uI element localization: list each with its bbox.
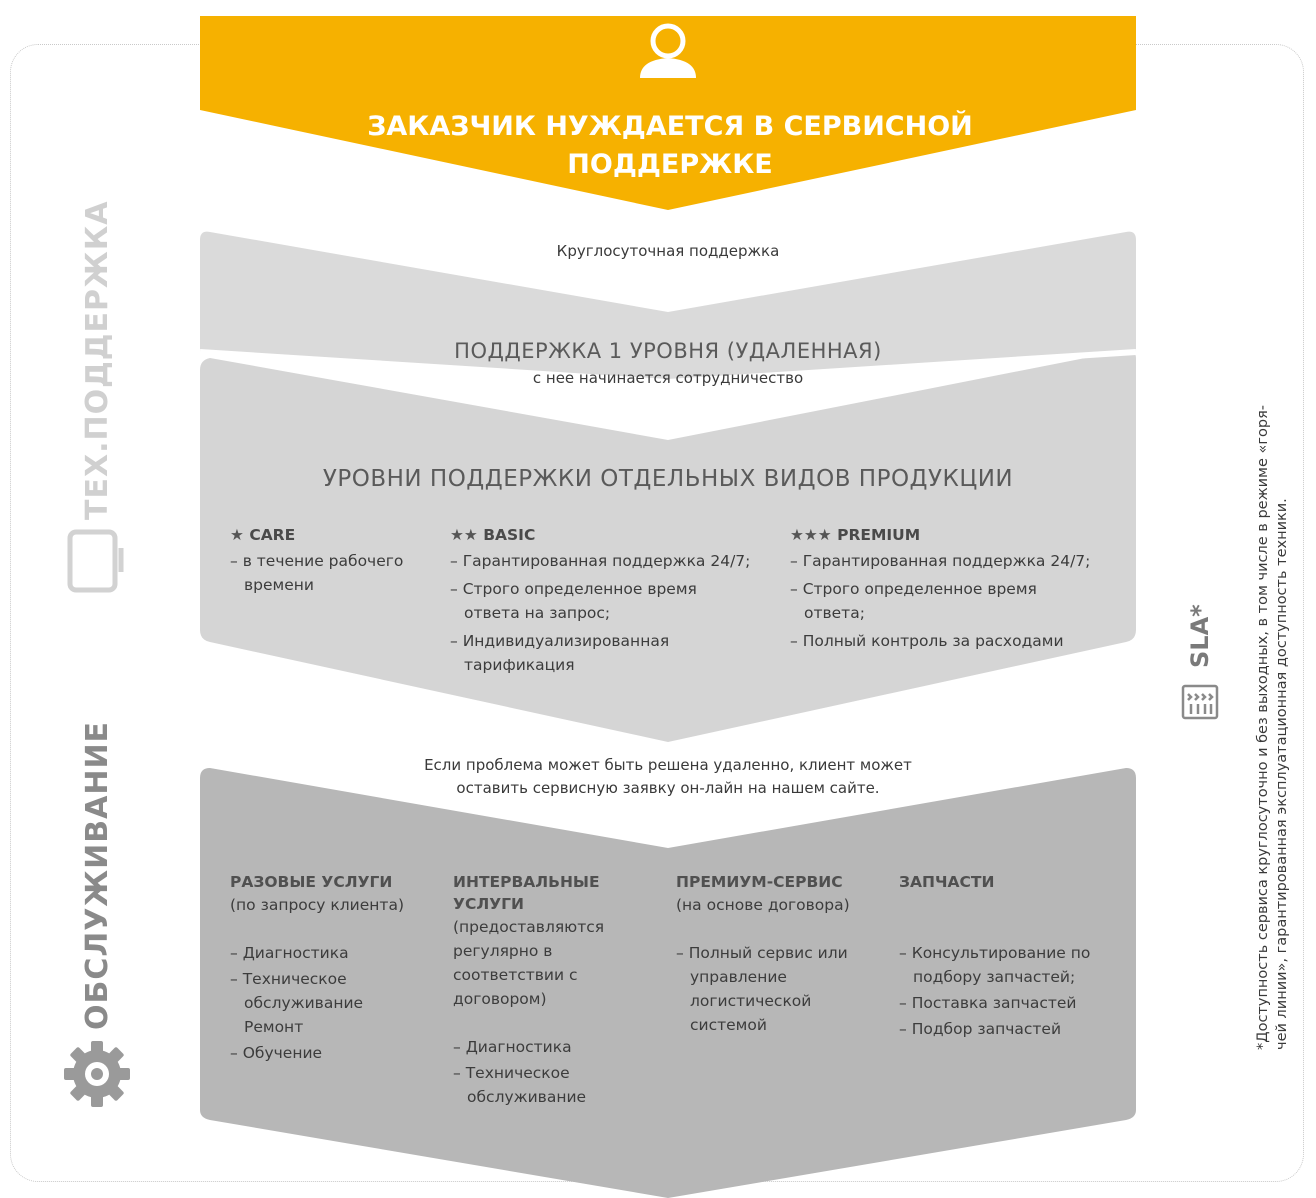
service-chevron — [200, 768, 1136, 1198]
level-care-heading: ★ CARE — [230, 523, 430, 547]
label-tech-support: ТЕХ.ПОДДЕРЖКА — [80, 200, 115, 520]
service-col-subtitle: (предоставляются регулярно в соответстви… — [453, 918, 605, 1008]
stars-icon: ★ — [230, 526, 244, 544]
level-basic: ★★ BASIC Гарантированная поддержка 24/7;… — [450, 523, 770, 681]
stars-icon: ★★★ — [790, 526, 832, 544]
header-chevron — [200, 16, 1136, 210]
monitor-icon — [67, 529, 124, 593]
level-care-name: CARE — [249, 526, 296, 544]
remote-chevron — [200, 231, 1136, 380]
person-icon — [650, 23, 686, 59]
list-item: Строго определенное время ответа; — [790, 577, 1094, 625]
list-item: Диагностика — [453, 1035, 653, 1059]
service-col-title: ПРЕМИУМ-СЕРВИС — [676, 873, 843, 891]
level-premium-heading: ★★★ PREMIUM — [790, 523, 1120, 547]
list-item: в течение рабочего времени — [230, 549, 430, 597]
level-premium: ★★★ PREMIUM Гарантированная поддержка 24… — [790, 523, 1120, 657]
list-item: Поставка запчастей — [899, 991, 1109, 1015]
levels-title: УРОВНИ ПОДДЕРЖКИ ОТДЕЛЬНЫХ ВИДОВ ПРОДУКЦ… — [322, 466, 1014, 492]
level-basic-heading: ★★ BASIC — [450, 523, 770, 547]
list-item: Полный контроль за расходами — [790, 629, 1120, 653]
service-col-title: ИНТЕРВАЛЬНЫЕ УСЛУГИ — [453, 873, 600, 913]
list-item: Техническое обслуживание Ремонт — [230, 967, 404, 1039]
footnote-line-1: *Доступность сервиса круглосуточно и без… — [1255, 404, 1271, 1050]
level-basic-name: BASIC — [483, 526, 536, 544]
list-item: Обучение — [230, 1041, 430, 1065]
footnote-line-2: чей линии», гарантированная эксплуатацио… — [1274, 498, 1290, 1050]
remote-subtitle: с нее начинается сотрудничество — [532, 369, 804, 387]
service-col-subtitle: (на основе договора) — [676, 896, 850, 914]
service-col-subtitle — [899, 893, 1109, 917]
service-col-title: РАЗОВЫЕ УСЛУГИ — [230, 873, 393, 891]
list-item: Техническое обслуживание — [453, 1061, 653, 1109]
label-maintenance: ОБСЛУЖИВАНИЕ — [80, 720, 115, 1030]
service-col-parts: ЗАПЧАСТИ Консультирование по подбору зап… — [899, 871, 1109, 1043]
service-col-interval: ИНТЕРВАЛЬНЫЕ УСЛУГИ (предоставляются рег… — [453, 871, 653, 1111]
remote-title: ПОДДЕРЖКА 1 УРОВНЯ (УДАЛЕННАЯ) — [454, 339, 882, 363]
list-item: Гарантированная поддержка 24/7; — [790, 549, 1120, 573]
stars-icon: ★★ — [450, 526, 478, 544]
remote-note: Круглосуточная поддержка — [556, 242, 780, 260]
list-item: Гарантированная поддержка 24/7; — [450, 549, 770, 573]
level-premium-name: PREMIUM — [837, 526, 921, 544]
service-col-title: ЗАПЧАСТИ — [899, 873, 995, 891]
label-sla: SLA* — [1186, 604, 1214, 668]
list-item: Подбор запчастей — [899, 1017, 1109, 1041]
level-care: ★ CARE в течение рабочего времени — [230, 523, 430, 601]
list-item: Строго определенное время ответа на запр… — [450, 577, 744, 625]
footnote: *Доступность сервиса круглосуточно и без… — [1254, 405, 1292, 1050]
gear-icon — [64, 1041, 130, 1107]
service-note: Если проблема может быть решена удаленно… — [424, 756, 912, 797]
header-title: ЗАКАЗЧИК НУЖДАЕТСЯ В СЕРВИСНОЙ ПОДДЕРЖКЕ — [367, 111, 973, 180]
service-col-subtitle: (по запросу клиента) — [230, 896, 404, 914]
list-item: Диагностика — [230, 941, 430, 965]
service-col-onetime: РАЗОВЫЕ УСЛУГИ (по запросу клиента) Диаг… — [230, 871, 430, 1067]
list-item: Индивидуализированная тарификация — [450, 629, 770, 677]
list-item: Полный сервис или управление логистическ… — [676, 941, 881, 1037]
list-item: Консультирование по подбору запчастей; — [899, 941, 1103, 989]
service-col-premium: ПРЕМИУМ-СЕРВИС (на основе договора) Полн… — [676, 871, 881, 1039]
sla-icon — [1181, 684, 1219, 720]
